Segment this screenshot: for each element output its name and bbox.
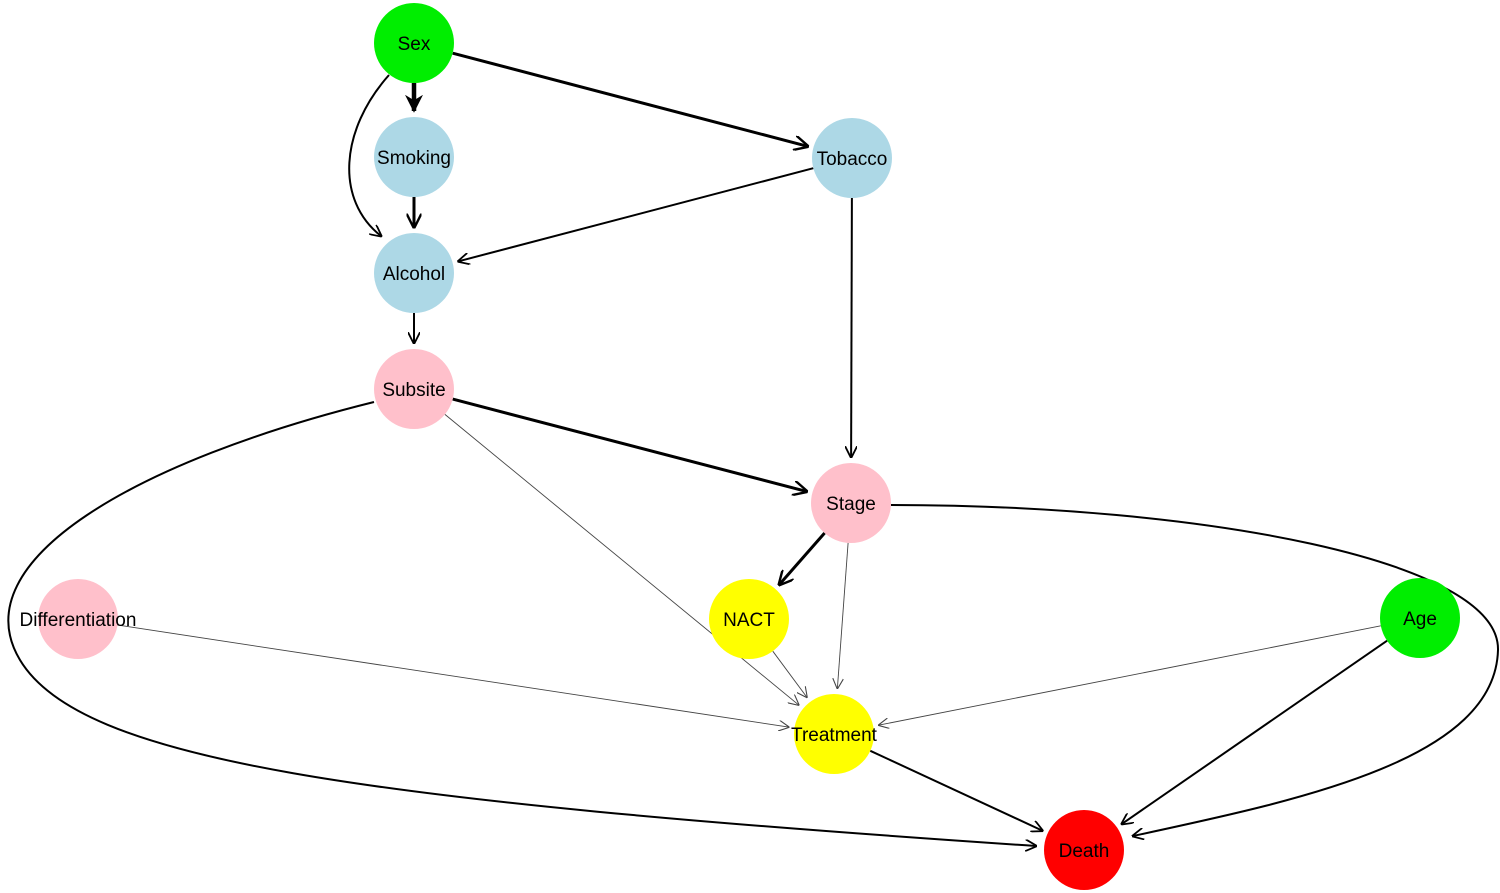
node-stage-label: Stage [826, 494, 876, 515]
edge-age-to-treatment [879, 625, 1381, 725]
edges-layer [7, 51, 1500, 846]
node-subsite-circle [374, 349, 454, 429]
node-differentiation: Differentiation [20, 579, 137, 659]
edge-subsite-to-treatment [444, 414, 799, 704]
edge-sex-to-tobacco [452, 51, 808, 146]
edge-treatment-to-death [869, 749, 1042, 831]
node-age: Age [1380, 578, 1460, 658]
edge-stage-to-death [890, 504, 1500, 836]
node-subsite-label: Subsite [382, 380, 445, 401]
node-tobacco: Tobacco [812, 118, 892, 198]
node-nact: NACT [709, 579, 789, 659]
node-subsite: Subsite [374, 349, 454, 429]
edge-tobacco-to-stage [851, 197, 852, 457]
node-alcohol-circle [374, 233, 454, 313]
edge-stage-to-nact [779, 532, 826, 585]
edge-tobacco-to-alcohol [459, 167, 814, 261]
node-treatment-circle [794, 694, 874, 774]
node-tobacco-label: Tobacco [817, 149, 888, 170]
edge-age-to-death [1122, 639, 1388, 824]
node-death-label: Death [1059, 841, 1110, 862]
node-nact-circle [709, 579, 789, 659]
edge-differentiation-to-treatment [117, 624, 789, 727]
edge-sex-to-alcohol [348, 74, 390, 236]
node-treatment: Treatment [791, 694, 878, 774]
node-nact-label: NACT [723, 610, 775, 631]
node-alcohol-label: Alcohol [383, 264, 445, 285]
edge-subsite-to-stage [452, 397, 807, 491]
node-smoking-circle [374, 117, 454, 197]
node-differentiation-label: Differentiation [20, 610, 137, 631]
node-treatment-label: Treatment [791, 725, 878, 746]
node-death: Death [1044, 810, 1124, 890]
node-tobacco-circle [812, 118, 892, 198]
node-sex: Sex [374, 3, 454, 83]
node-stage: Stage [811, 463, 891, 543]
node-smoking: Smoking [374, 117, 454, 197]
node-sex-label: Sex [398, 34, 431, 55]
node-alcohol: Alcohol [374, 233, 454, 313]
edge-subsite-to-death [7, 401, 1036, 846]
node-stage-circle [811, 463, 891, 543]
node-smoking-label: Smoking [377, 148, 451, 169]
edge-stage-to-treatment [837, 542, 849, 688]
node-age-label: Age [1403, 609, 1437, 630]
node-death-circle [1044, 810, 1124, 890]
node-sex-circle [374, 3, 454, 83]
node-differentiation-circle [38, 579, 118, 659]
node-age-circle [1380, 578, 1460, 658]
edge-nact-to-treatment [772, 650, 807, 697]
